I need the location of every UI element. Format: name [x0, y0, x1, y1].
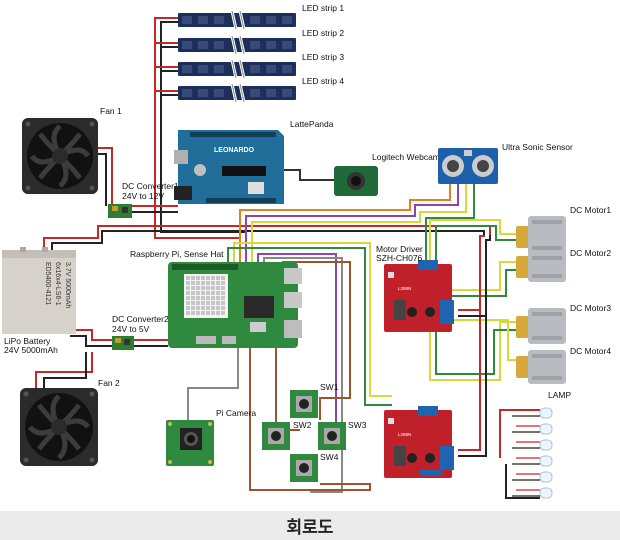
motor-driver-1: L298N	[384, 260, 454, 332]
caption-text: 회로도	[286, 518, 334, 538]
battery-bus-red	[43, 225, 491, 250]
md1-motor2-green	[452, 269, 516, 297]
lamp-leds	[539, 407, 553, 499]
battery-dc2-black	[70, 335, 112, 347]
switch-3-label: SW3	[348, 420, 367, 430]
dc-motor-2	[516, 252, 566, 282]
rpi-motor-wire-gray	[263, 257, 343, 493]
caption-bar: 회로도	[0, 511, 620, 540]
lamp-array	[512, 409, 540, 497]
md2-motor3-green	[435, 329, 516, 375]
ultrasonic-wire-orange	[239, 184, 451, 262]
dc-motor-1-label: DC Motor1	[570, 205, 611, 215]
led-strip-2-label: LED strip 2	[302, 28, 344, 38]
md-power-red	[458, 235, 485, 451]
led-strip-4-label: LED strip 4	[302, 76, 344, 86]
dc-converter-1	[108, 204, 132, 218]
switch-2-label: SW2	[293, 420, 312, 430]
lamp-wire-red	[499, 409, 540, 458]
battery-bus-black	[51, 230, 485, 250]
fan-2	[20, 388, 98, 466]
md2-motor4-yellow	[452, 319, 516, 361]
fan-1-label: Fan 1	[100, 106, 122, 116]
switch-4-label: SW4	[320, 452, 339, 462]
led-power-wire-red	[154, 17, 240, 239]
md1-motor1-green	[435, 225, 516, 264]
led-strip-1-label: LED strip 1	[302, 3, 344, 13]
lipo-battery: ED5400-4121 6x16x4-LS6-1 3.7V 5000mAh	[2, 247, 76, 334]
dc-motor-4	[516, 350, 566, 384]
fan1-wire-black	[98, 153, 107, 206]
fan2-wire-black	[43, 352, 87, 388]
dc-converter-2	[112, 336, 134, 350]
switch-gnd	[249, 348, 371, 491]
battery-print-3: 3.7V 5000mAh	[64, 262, 71, 308]
led-strip-3	[178, 59, 296, 79]
motor-driver-label: Motor Driver	[376, 244, 423, 254]
dc-converter-2-label: DC Converter2	[112, 314, 169, 324]
webcam-label: Logitech Webcam	[372, 152, 440, 162]
lamp-label: LAMP	[548, 390, 571, 400]
svg-text:L298N: L298N	[398, 286, 411, 291]
battery-print-2: 6x16x4-LS6-1	[54, 262, 61, 306]
fan1-wire-red	[98, 147, 113, 206]
switch-1	[290, 390, 318, 418]
ultrasonic-sensor	[438, 148, 498, 184]
led-strip-1	[178, 10, 296, 30]
svg-text:LEONARDO: LEONARDO	[214, 147, 255, 154]
ultrasonic-wire-purple	[245, 184, 459, 262]
picam-cable	[187, 348, 239, 420]
battery-print-1: ED5400-4121	[44, 262, 51, 305]
pi-camera	[166, 420, 214, 466]
switch-1-label: SW1	[320, 382, 339, 392]
md-power-black	[458, 235, 491, 457]
raspberry-pi-label: Raspberry Pi, Sense Hat	[130, 249, 224, 259]
ultrasonic-wire-green	[425, 184, 475, 262]
webcam	[334, 166, 378, 196]
rpi-motor-wire-yellow	[233, 242, 392, 397]
switch-4	[290, 454, 318, 482]
fan-2-label: Fan 2	[98, 378, 120, 388]
ultrasonic-wire-yellow	[251, 184, 467, 262]
wires	[35, 17, 540, 499]
switch-wire-orange	[282, 261, 351, 420]
dc-motor-2-label: DC Motor2	[570, 248, 611, 258]
lattepanda-board: LEONARDO	[174, 130, 284, 204]
dc-motor-1	[516, 216, 566, 256]
svg-text:L298N: L298N	[398, 432, 411, 437]
switch-3	[318, 422, 346, 450]
motor-driver-model: SZH-CH076	[376, 253, 423, 263]
rpi-motor-wire-green	[227, 247, 392, 406]
battery-label: LiPo Battery	[4, 336, 51, 346]
battery-spec: 24V 5000mAh	[4, 345, 58, 355]
dc-converter-1-spec: 24V to 12V	[122, 191, 164, 201]
battery-dc2-red	[70, 329, 112, 341]
lattepanda-label: LattePanda	[290, 119, 334, 129]
dc-motor-4-label: DC Motor4	[570, 346, 611, 356]
led-strip-3-label: LED strip 3	[302, 52, 344, 62]
motor-driver-2: L298N	[384, 406, 454, 478]
fan2-wire-red	[35, 352, 93, 388]
switch-2	[262, 422, 290, 450]
led-strip-2	[178, 35, 296, 55]
md1-motor2-yellow	[452, 261, 516, 291]
dc-motor-3-label: DC Motor3	[570, 303, 611, 313]
dc-converter-2-spec: 24V to 5V	[112, 324, 150, 334]
pi-camera-label: Pi Camera	[216, 408, 256, 418]
fan-1	[22, 118, 98, 194]
raspberry-pi	[168, 262, 302, 348]
md1-motor1-yellow	[429, 219, 516, 264]
dc-motor-3	[516, 308, 566, 344]
led-strip-4	[178, 83, 296, 103]
lamp-wire-black	[505, 464, 540, 499]
md2-motor3-yellow	[429, 321, 516, 381]
dc-converter-1-label: DC Converter1	[122, 181, 179, 191]
ultrasonic-label: Ultra Sonic Sensor	[502, 142, 573, 152]
